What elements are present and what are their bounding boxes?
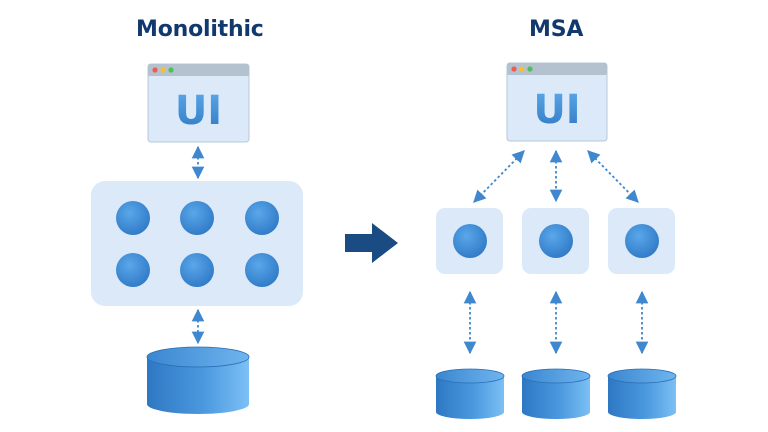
close-dot-icon <box>152 67 158 73</box>
msa-service-box <box>522 208 589 274</box>
window-titlebar <box>148 64 249 76</box>
monolithic-ui-window: UI <box>147 63 250 143</box>
circle-node-icon <box>539 224 573 258</box>
close-dot-icon <box>511 66 517 72</box>
maximize-dot-icon <box>527 66 533 72</box>
minimize-dot-icon <box>160 67 166 73</box>
minimize-dot-icon <box>519 66 525 72</box>
circle-node-icon <box>245 253 279 287</box>
msa-service-box <box>436 208 503 274</box>
database-cylinder-icon <box>435 368 505 419</box>
circle-node-icon <box>116 253 150 287</box>
window-titlebar <box>507 63 607 75</box>
database-cylinder-icon <box>607 368 677 419</box>
msa-service-box <box>608 208 675 274</box>
bidirectional-dashed-arrow-icon <box>473 150 525 203</box>
msa-title: MSA <box>529 17 584 42</box>
database-cylinder-icon <box>521 368 591 419</box>
circle-node-icon <box>453 224 487 258</box>
circle-node-icon <box>180 253 214 287</box>
circle-node-icon <box>116 201 150 235</box>
monolithic-title: Monolithic <box>136 17 264 42</box>
monolithic-app-panel <box>91 181 303 306</box>
ui-label: UI <box>175 88 222 134</box>
circle-node-icon <box>180 201 214 235</box>
ui-label: UI <box>533 87 580 133</box>
bidirectional-dashed-arrow-icon <box>587 150 639 203</box>
maximize-dot-icon <box>168 67 174 73</box>
circle-node-icon <box>245 201 279 235</box>
database-cylinder-icon <box>146 346 250 414</box>
circle-node-icon <box>625 224 659 258</box>
msa-ui-window: UI <box>506 62 608 142</box>
right-arrow-icon <box>345 223 398 263</box>
